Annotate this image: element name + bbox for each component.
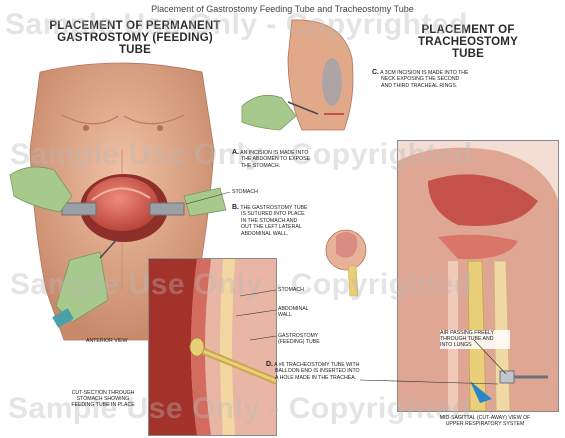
- watermark-3: Sample Use Only - Copyrighted: [10, 268, 473, 302]
- midsagittal-line2: UPPER RESPIRATORY SYSTEM: [420, 421, 550, 427]
- air-passing-line3: INTO LUNGS: [440, 342, 510, 348]
- anterior-view-label: ANTERIOR VIEW: [86, 338, 128, 344]
- step-a-line3: THE STOMACH.: [232, 163, 342, 169]
- gastrostomy-tube-line2: (FEEDING) TUBE: [278, 339, 320, 345]
- cut-section-line3: FEEDING TUBE IN PLACE: [58, 402, 148, 408]
- abdominal-wall-label: ABDOMINAL WALL: [278, 306, 309, 318]
- midsagittal-caption: MID-SAGITTAL (CUT-AWAY) VIEW OF UPPER RE…: [420, 415, 550, 427]
- abdominal-wall-line2: WALL: [278, 312, 309, 318]
- step-b-line5: ABDOMINAL WALL.: [232, 231, 342, 237]
- step-a-caption: A. AN INCISION IS MADE INTO THE ABDOMEN …: [232, 150, 342, 169]
- step-a-line1: AN INCISION IS MADE INTO: [240, 150, 308, 156]
- step-c-letter: C.: [372, 69, 379, 76]
- step-b-caption: B. THE GASTROSTOMY TUBE IS SUTURED INTO …: [232, 205, 342, 237]
- step-d-letter: D.: [266, 361, 273, 368]
- step-a-letter: A.: [232, 149, 239, 156]
- cut-section-caption: CUT-SECTION THROUGH STOMACH SHOWING FEED…: [58, 390, 148, 409]
- step-c-line1: A 3CM INCISION IS MADE INTO THE: [380, 70, 468, 76]
- step-d-line1: A #6 TRACHEOSTOMY TUBE WITH: [274, 362, 359, 368]
- step-c-caption: C. A 3CM INCISION IS MADE INTO THE NECK …: [372, 70, 502, 89]
- air-passing-label: AIR PASSING FREELY THROUGH TUBE AND INTO…: [440, 330, 510, 349]
- tracheostomy-heading-line2: TUBE: [382, 48, 554, 60]
- watermark-1: Sample Use Only - Copyrighted: [5, 8, 468, 42]
- step-d-line3: A HOLE MADE IN THE TRACHEA.: [266, 375, 396, 381]
- gastrostomy-tube-label: GASTROSTOMY (FEEDING) TUBE: [278, 333, 320, 345]
- stomach-label-b: STOMACH: [278, 287, 304, 293]
- step-d-caption: D. A #6 TRACHEOSTOMY TUBE WITH BALLOON E…: [266, 362, 396, 381]
- step-b-letter: B.: [232, 204, 239, 211]
- step-c-line3: AND THIRD TRACHEAL RINGS.: [372, 83, 502, 89]
- step-b-line1: THE GASTROSTOMY TUBE: [240, 205, 307, 211]
- stomach-label-a: STOMACH: [232, 189, 258, 195]
